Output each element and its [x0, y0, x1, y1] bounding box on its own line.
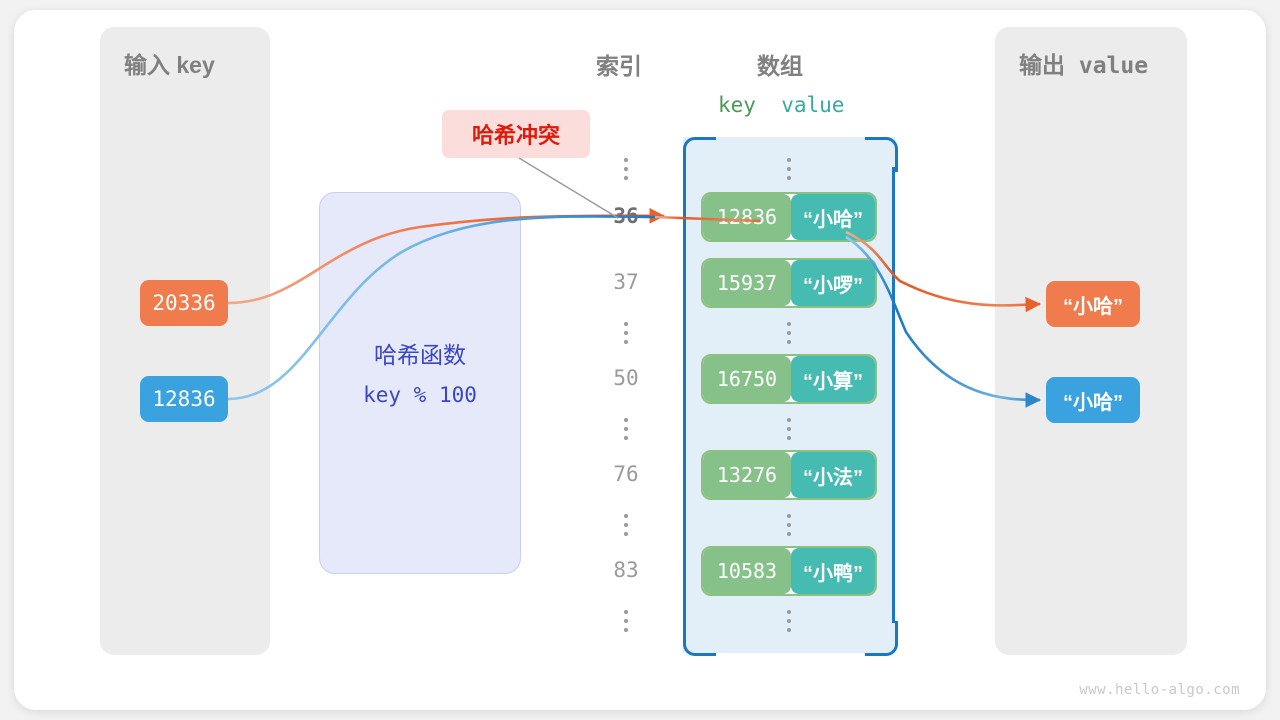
entry-key-cell: 16750 — [703, 356, 791, 402]
entry-key-cell: 13276 — [703, 452, 791, 498]
array-ellipsis — [701, 418, 877, 445]
array-bracket-top-right — [865, 137, 898, 172]
array-bracket-top-left — [683, 137, 716, 172]
entry-value-cell: “小算” — [791, 356, 875, 402]
index-label: 50 — [613, 366, 639, 390]
array-entry: 16750“小算” — [701, 354, 877, 404]
array-ellipsis — [701, 610, 877, 637]
hash-function-box: 哈希函数 key % 100 — [319, 192, 521, 574]
index-ellipsis — [596, 418, 656, 440]
index-column-heading: 索引 — [596, 53, 642, 79]
input-panel — [100, 27, 270, 655]
array-bracket-bottom-left — [683, 621, 716, 656]
array-ellipsis — [701, 158, 877, 185]
index-label: 36 — [613, 204, 639, 228]
watermark: www.hello-algo.com — [1079, 682, 1240, 698]
index-label: 37 — [613, 270, 639, 294]
entry-key-cell: 15937 — [703, 260, 791, 306]
output-value-box-2: “小哈” — [1046, 377, 1140, 423]
output-value-box-1: “小哈” — [1046, 281, 1140, 327]
input-key-box-2: 12836 — [140, 376, 228, 422]
array-entry: 13276“小法” — [701, 450, 877, 500]
array-column-heading: 数组 — [757, 53, 803, 79]
entry-value-cell: “小啰” — [791, 260, 875, 306]
index-ellipsis — [596, 158, 656, 180]
entry-key-cell: 12836 — [703, 194, 791, 240]
output-panel — [995, 27, 1187, 655]
index-label: 83 — [613, 558, 639, 582]
index-label: 76 — [613, 462, 639, 486]
entry-key-cell: 10583 — [703, 548, 791, 594]
key-value-heading: key value — [718, 93, 844, 117]
array-entry: 10583“小鸭” — [701, 546, 877, 596]
hash-collision-badge: 哈希冲突 — [442, 110, 590, 158]
array-bracket-bottom-right — [865, 621, 898, 656]
hash-function-expression: key % 100 — [363, 383, 477, 407]
array-border-left — [683, 167, 686, 623]
array-ellipsis — [701, 514, 877, 541]
entry-value-cell: “小鸭” — [791, 548, 875, 594]
entry-value-cell: “小哈” — [791, 194, 875, 240]
entry-value-cell: “小法” — [791, 452, 875, 498]
hash-function-title: 哈希函数 — [374, 342, 466, 368]
array-entry: 15937“小啰” — [701, 258, 877, 308]
input-key-box-1: 20336 — [140, 280, 228, 326]
index-ellipsis — [596, 322, 656, 344]
key-heading-label: key — [718, 93, 756, 117]
output-panel-title: 输出 value — [1019, 53, 1149, 79]
index-ellipsis — [596, 610, 656, 632]
value-heading-label: value — [781, 93, 845, 117]
array-border-right — [892, 167, 895, 623]
index-ellipsis — [596, 514, 656, 536]
array-entry: 12836“小哈” — [701, 192, 877, 242]
input-panel-title: 输入 key — [124, 52, 215, 78]
array-ellipsis — [701, 322, 877, 349]
